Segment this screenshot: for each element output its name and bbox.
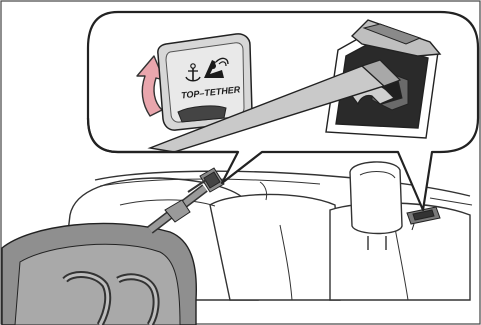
center-seat-back (210, 194, 340, 300)
